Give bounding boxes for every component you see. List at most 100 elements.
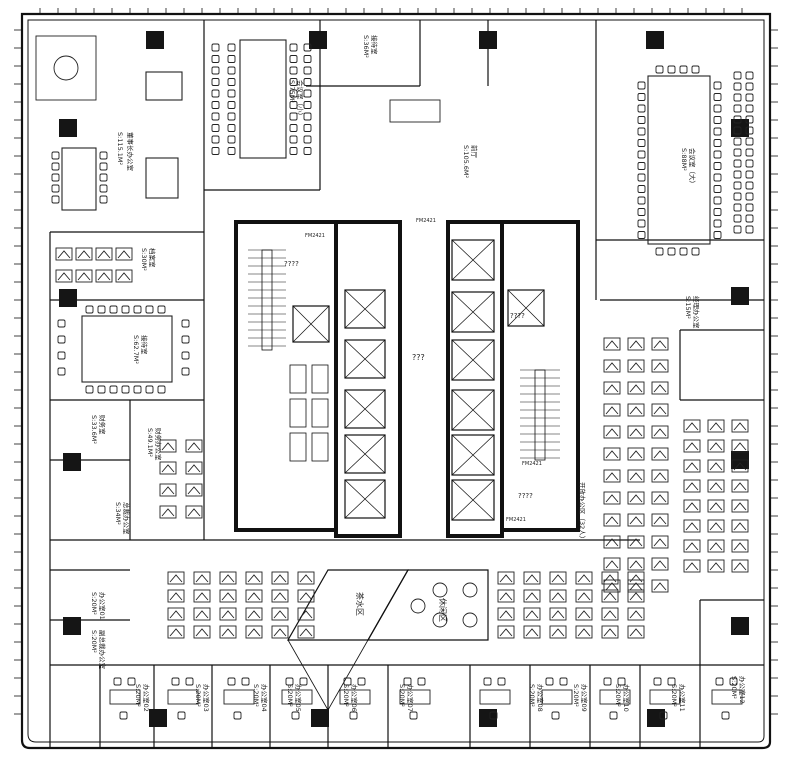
chair xyxy=(637,162,646,170)
chair xyxy=(733,71,742,80)
workstation-chair xyxy=(629,340,643,349)
workstation-desk xyxy=(185,483,203,497)
workstation-desk xyxy=(651,513,669,527)
workstation-desk xyxy=(193,589,211,603)
office-desk xyxy=(541,689,573,705)
workstation-desk xyxy=(707,499,725,513)
workstation-desk xyxy=(731,419,749,433)
workstation-desk xyxy=(219,571,237,585)
coffee-table xyxy=(53,55,79,81)
lift-x xyxy=(344,479,386,519)
workstation-desk xyxy=(185,505,203,519)
workstation-desk xyxy=(731,499,749,513)
chair xyxy=(227,147,236,155)
reception-room-label: 接待室 xyxy=(370,35,379,55)
chair xyxy=(133,305,142,314)
chair xyxy=(181,335,190,344)
workstation-desk xyxy=(603,447,621,461)
lift-car xyxy=(451,339,495,381)
chair xyxy=(733,214,742,223)
workstation-desk xyxy=(245,589,263,603)
chair xyxy=(667,677,676,686)
chair xyxy=(227,124,236,132)
workstation-chair xyxy=(187,486,201,495)
chair xyxy=(291,711,300,720)
chair xyxy=(113,677,122,686)
workstation-chair xyxy=(221,592,235,601)
chair xyxy=(691,247,700,256)
chair xyxy=(303,43,312,52)
chair xyxy=(733,126,742,135)
workstation-desk xyxy=(297,589,315,603)
office-04-area: S:20M² xyxy=(252,684,260,707)
workstation-chair xyxy=(161,486,175,495)
reception-desk xyxy=(389,99,441,123)
structural-column xyxy=(731,287,749,305)
chair xyxy=(713,93,722,101)
office-11-label: 办公室11 xyxy=(678,684,687,712)
workstation-chair xyxy=(187,464,201,473)
workstation-desk xyxy=(95,247,113,261)
chair xyxy=(303,135,312,144)
workstation-desk xyxy=(651,491,669,505)
conference-small-area: S:75M² xyxy=(288,80,296,103)
workstation-desk xyxy=(497,589,515,603)
chair xyxy=(211,147,220,155)
office-desk xyxy=(281,689,313,705)
lift-x xyxy=(451,339,495,381)
chair xyxy=(713,139,722,147)
workstation-chair xyxy=(577,628,591,637)
chair xyxy=(181,351,190,360)
workstation-desk xyxy=(167,625,185,639)
office-desk xyxy=(399,689,431,705)
workstation-desk xyxy=(297,625,315,639)
workstation-desk xyxy=(601,589,619,603)
chair xyxy=(227,112,236,121)
workstation-desk xyxy=(627,571,645,585)
corridor-mark: ??? xyxy=(412,353,425,362)
chair xyxy=(51,162,60,171)
workstation-chair xyxy=(603,610,617,619)
workstation-desk xyxy=(245,607,263,621)
workstation-desk xyxy=(523,625,541,639)
chair xyxy=(733,225,742,234)
workstation-chair xyxy=(709,462,723,471)
archive-label: 档案室 xyxy=(148,248,157,268)
workstation-desk xyxy=(627,381,645,395)
chair xyxy=(57,367,66,376)
chair xyxy=(713,116,722,124)
chair xyxy=(211,55,220,63)
office-desk xyxy=(649,689,681,705)
workstation-chair xyxy=(273,628,287,637)
workstation-chair xyxy=(195,610,209,619)
workstation-desk xyxy=(575,625,593,639)
chair xyxy=(691,65,700,74)
lift-car xyxy=(344,289,386,329)
chair xyxy=(227,677,236,686)
chair xyxy=(303,66,312,75)
conference-table xyxy=(145,157,179,199)
chair xyxy=(733,159,742,168)
chair xyxy=(303,78,312,86)
lift-x xyxy=(344,389,386,429)
workstation-chair xyxy=(603,574,617,583)
chair xyxy=(211,89,220,98)
office-02-label: 办公室02 xyxy=(142,684,151,712)
workstation-chair xyxy=(605,516,619,525)
chair xyxy=(745,137,754,146)
round-table xyxy=(432,582,448,598)
office-12-area: S:20M² xyxy=(730,676,738,699)
workstation-desk xyxy=(707,419,725,433)
workstation-chair xyxy=(299,574,313,583)
round-table xyxy=(462,582,478,598)
workstation-desk xyxy=(627,425,645,439)
workstation-chair xyxy=(169,574,183,583)
workstation-desk xyxy=(651,425,669,439)
chair xyxy=(109,305,118,314)
workstation-chair xyxy=(629,494,643,503)
workstation-desk xyxy=(683,499,701,513)
lift-x xyxy=(451,291,495,333)
workstation-chair xyxy=(629,428,643,437)
workstation-desk xyxy=(167,589,185,603)
workstation-chair xyxy=(117,272,131,281)
